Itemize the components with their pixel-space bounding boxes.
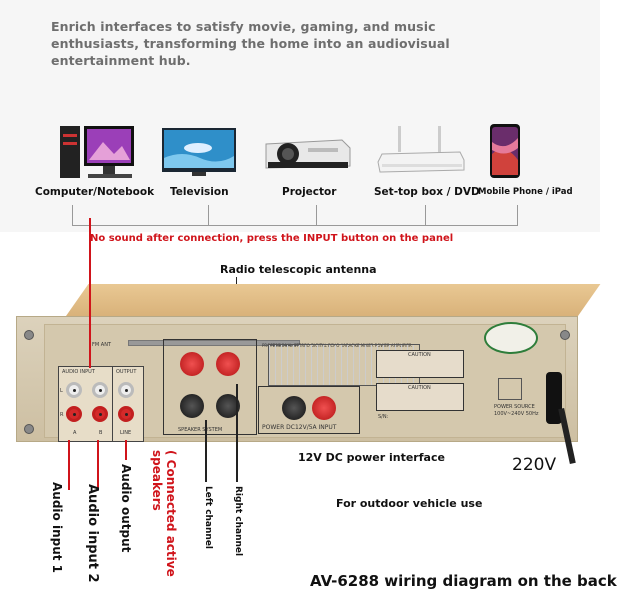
computer-icon (58, 122, 138, 180)
device-label-mobile-phone: Mobile Phone / iPad (478, 187, 573, 197)
audio-input-1-left-jack[interactable] (66, 382, 82, 398)
audio-output-panel (112, 366, 144, 442)
right-speaker-positive-terminal[interactable] (216, 352, 240, 376)
amplifier-top-cover (66, 284, 601, 316)
audio-input-1-label: Audio input 1 (50, 482, 64, 574)
panel-screw (560, 330, 570, 340)
projector-icon (262, 134, 352, 174)
audio-output-right-jack[interactable] (118, 406, 134, 422)
voltage-label: 220V (512, 455, 557, 475)
diagram-title: AV-6288 wiring diagram on the back (310, 572, 617, 590)
left-speaker-negative-terminal[interactable] (180, 394, 204, 418)
bracket-tick (425, 205, 426, 225)
bracket-tick (316, 205, 317, 225)
audio-input-2-label: Audio input 2 (85, 484, 100, 583)
input-button-note: No sound after connection, press the INP… (90, 233, 454, 244)
device-label-television: Television (170, 186, 229, 198)
panel-screw (24, 424, 34, 434)
channel-r-print: R (60, 412, 64, 418)
audio-input-1-right-jack[interactable] (66, 406, 82, 422)
device-bracket (72, 205, 518, 226)
device-label-computer: Computer/Notebook (35, 186, 155, 198)
mobile-phone-icon (490, 124, 520, 178)
speaker-system-print: SPEAKER SYSTEM (178, 427, 223, 433)
dc-positive-terminal[interactable] (312, 396, 336, 420)
intro-text: Enrich interfaces to satisfy movie, gami… (51, 19, 450, 68)
power-switch[interactable] (498, 378, 522, 400)
device-label-set-top-box: Set-top box / DVD (374, 186, 480, 198)
dc-negative-terminal[interactable] (282, 396, 306, 420)
speaker-terminal-panel (163, 339, 257, 435)
audio-input-2-right-jack[interactable] (92, 406, 108, 422)
caution-sticker-2 (376, 383, 464, 411)
left-channel-label: Left channel (203, 486, 213, 550)
power-cable-plug (546, 372, 562, 424)
caution-print-1: CAUTION (408, 352, 431, 358)
bracket-tick (208, 205, 209, 225)
dc-power-label: 12V DC power interface (298, 451, 445, 464)
power-spec-print: 100V~240V 50Hz (494, 411, 539, 417)
connected-speakers-label: ( Connected active speakers (150, 450, 178, 577)
audio-input-panel (58, 366, 122, 442)
panel-screw (24, 330, 34, 340)
audio-output-left-jack[interactable] (118, 382, 134, 398)
channel-l-print: L (60, 388, 63, 394)
serial-number-print: S/N: (378, 414, 389, 420)
note-pointer-line (89, 218, 91, 368)
audio-input-1-pointer (68, 440, 70, 490)
audio-input-2-pointer (97, 440, 99, 490)
left-speaker-positive-terminal[interactable] (180, 352, 204, 376)
outdoor-use-label: For outdoor vehicle use (336, 497, 483, 510)
caution-sticker-1 (376, 350, 464, 378)
line-print: LINE (120, 430, 132, 436)
device-label-projector: Projector (282, 186, 337, 198)
right-channel-pointer (236, 384, 238, 482)
top-background (0, 0, 600, 232)
channel-b-print: B (99, 430, 103, 436)
green-seal-sticker (484, 322, 538, 354)
fm-ant-label: FM ANT (92, 342, 111, 348)
antenna-label: Radio telescopic antenna (220, 263, 377, 276)
power-source-print: POWER SOURCE (494, 404, 535, 410)
audio-output-pointer (125, 440, 127, 460)
audio-input-2-left-jack[interactable] (92, 382, 108, 398)
left-channel-pointer (205, 420, 207, 482)
caution-print-2: CAUTION (408, 385, 431, 391)
antenna-rod (128, 340, 300, 346)
dc-input-panel (258, 386, 360, 434)
audio-output-label: Audio output (119, 464, 133, 553)
audio-input-print: AUDIO INPUT (62, 369, 95, 375)
output-print: OUTPUT (116, 369, 137, 375)
channel-a-print: A (73, 430, 77, 436)
television-icon (162, 128, 236, 176)
power-dc-print: POWER DC12V/5A INPUT (262, 424, 337, 431)
set-top-box-icon (377, 124, 465, 176)
right-channel-label: Right channel (233, 486, 243, 557)
